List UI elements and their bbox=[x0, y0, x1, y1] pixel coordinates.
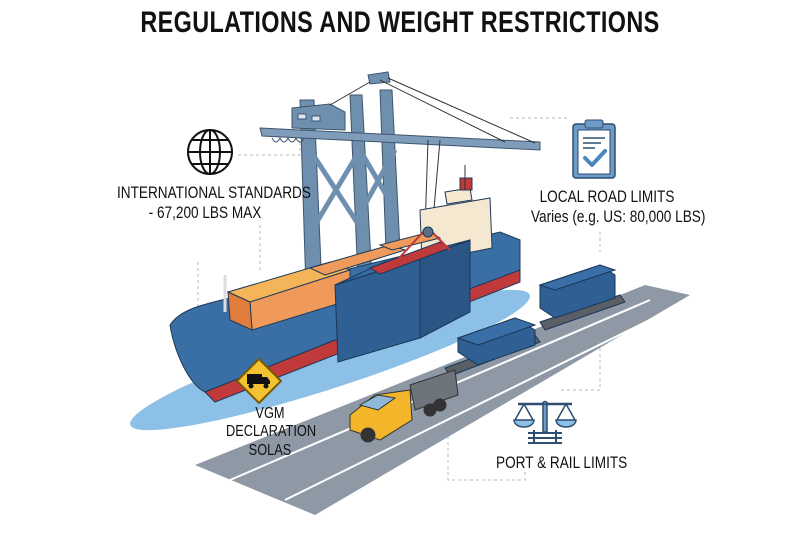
clipboard-check-icon bbox=[572, 119, 616, 179]
international-standards-title: INTERNATIONAL STANDARDS bbox=[117, 183, 311, 202]
semi-truck bbox=[349, 369, 459, 443]
vgm-declaration: DECLARATION bbox=[226, 423, 317, 441]
vgm-title: VGM bbox=[255, 405, 285, 422]
vgm-solas: SOLAS bbox=[248, 441, 292, 459]
rail-cars bbox=[444, 264, 626, 377]
page-title: REGULATIONS AND WEIGHT RESTRICTIONS bbox=[140, 6, 660, 39]
gantry-crane bbox=[259, 71, 541, 291]
local-road-limits-value: Varies (e.g. US: 80,000 LBS) bbox=[531, 206, 706, 226]
international-standards-value: - 67,200 LBS MAX bbox=[148, 202, 262, 222]
port-rail-limits-label: PORT & RAIL LIMITS bbox=[480, 453, 640, 473]
scale-rail-icon bbox=[513, 400, 577, 444]
truck-warning-sign-icon bbox=[236, 358, 282, 404]
local-road-limits-label: LOCAL ROAD LIMITS Varies (e.g. US: 80,00… bbox=[512, 187, 706, 226]
globe-icon bbox=[187, 129, 233, 175]
local-road-limits-title: LOCAL ROAD LIMITS bbox=[539, 187, 675, 206]
port-rail-limits-title: PORT & RAIL LIMITS bbox=[496, 453, 628, 472]
hoisted-container bbox=[334, 226, 471, 363]
international-standards-label: INTERNATIONAL STANDARDS - 67,200 LBS MAX bbox=[95, 183, 315, 222]
vgm-declaration-label: VGM DECLARATION SOLAS bbox=[215, 405, 325, 460]
